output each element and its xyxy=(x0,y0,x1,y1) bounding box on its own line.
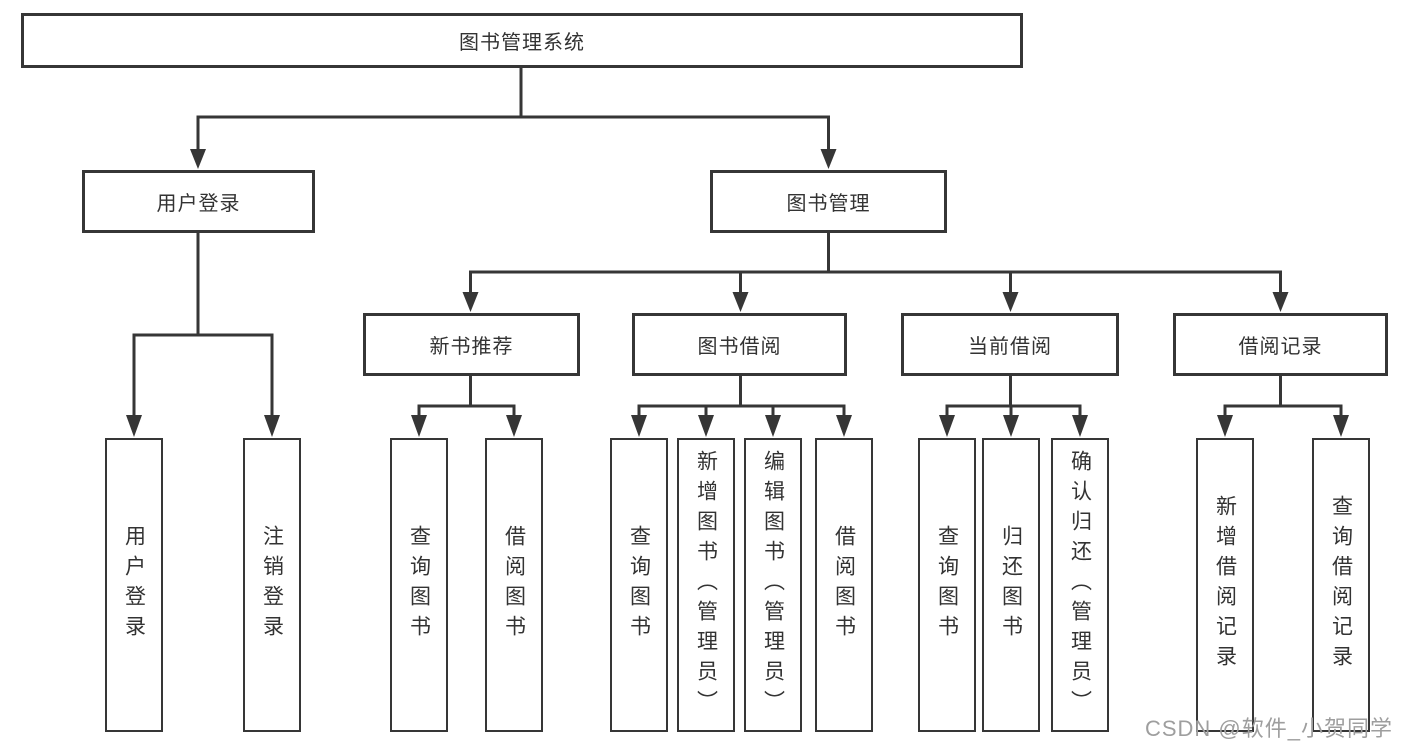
leaf-current-confirm-return-admin: 确认归还（管理员） xyxy=(1051,438,1109,732)
leaf-records-query-borrow-record: 查询借阅记录 xyxy=(1312,438,1370,732)
leaf-borrow-borrow-books: 借阅图书 xyxy=(815,438,873,732)
connector-root-to-level2 xyxy=(196,68,830,151)
node-root-library-system: 图书管理系统 xyxy=(21,13,1023,68)
leaf-current-return-books: 归还图书 xyxy=(982,438,1040,732)
leaf-user-login: 用户登录 xyxy=(105,438,163,732)
node-new-book-recommend: 新书推荐 xyxy=(363,313,580,376)
connector-bookmgmt-to-level3 xyxy=(469,233,1282,294)
connector-userlogin-to-leaves xyxy=(132,233,274,417)
leaf-newbooks-query-books: 查询图书 xyxy=(390,438,448,732)
leaf-borrow-query-books: 查询图书 xyxy=(610,438,668,732)
connector-newbooks-to-leaves xyxy=(417,376,516,417)
node-book-borrow: 图书借阅 xyxy=(632,313,847,376)
leaf-logout: 注销登录 xyxy=(243,438,301,732)
connector-borrowrecords-to-leaves xyxy=(1223,376,1343,417)
node-user-login: 用户登录 xyxy=(82,170,315,233)
leaf-records-add-borrow-record: 新增借阅记录 xyxy=(1196,438,1254,732)
connector-currentborrow-to-leaves xyxy=(945,376,1082,417)
arrowhead-icons xyxy=(126,149,1349,437)
leaf-borrow-edit-books-admin: 编辑图书（管理员） xyxy=(744,438,802,732)
connector-bookborrow-to-leaves xyxy=(637,376,846,417)
node-current-borrow: 当前借阅 xyxy=(901,313,1119,376)
leaf-current-query-books: 查询图书 xyxy=(918,438,976,732)
node-borrow-records: 借阅记录 xyxy=(1173,313,1388,376)
leaf-newbooks-borrow-books: 借阅图书 xyxy=(485,438,543,732)
leaf-borrow-add-books-admin: 新增图书（管理员） xyxy=(677,438,735,732)
node-book-management: 图书管理 xyxy=(710,170,947,233)
